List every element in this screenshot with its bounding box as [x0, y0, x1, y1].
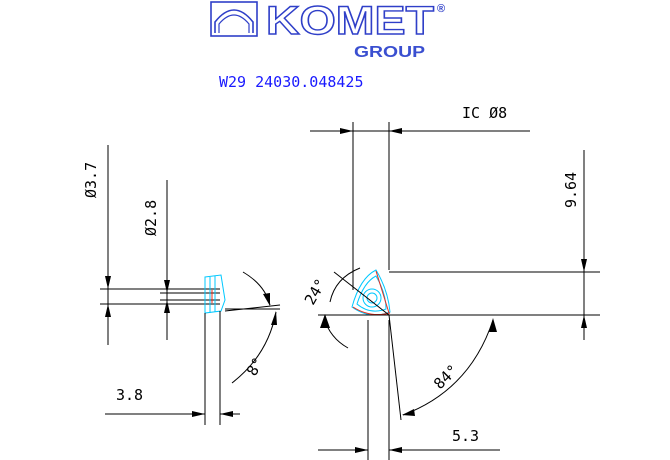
- dim-ic-diameter: IC Ø8: [462, 104, 507, 122]
- logo-registered-mark: ®: [437, 3, 445, 15]
- dim-angle-8: 8°: [243, 354, 268, 379]
- logo-emblem-arc: [214, 9, 254, 33]
- dim-height-9-64: 9.64: [562, 172, 580, 208]
- dim-diameter-3-7: Ø3.7: [82, 162, 100, 198]
- logo-group: GROUP: [354, 44, 425, 61]
- dim-length-3-8: 3.8: [116, 386, 143, 404]
- side-view: Ø3.7 Ø2.8 3.8 8°: [82, 145, 281, 425]
- dim-angle-24: 24°: [301, 276, 330, 308]
- top-view: IC Ø8 9.64 24° 84°: [301, 104, 600, 460]
- komet-logo: KOMET ® GROUP: [210, 0, 445, 61]
- insert-side-profile: [204, 274, 226, 314]
- logo-brand: KOMET: [266, 0, 434, 43]
- dim-angle-84: 84°: [430, 361, 462, 393]
- insert-top-outline: [351, 269, 391, 316]
- dim-diameter-2-8: Ø2.8: [142, 200, 160, 236]
- dim-length-5-3: 5.3: [452, 427, 479, 445]
- part-number: W29 24030.048425: [219, 73, 364, 91]
